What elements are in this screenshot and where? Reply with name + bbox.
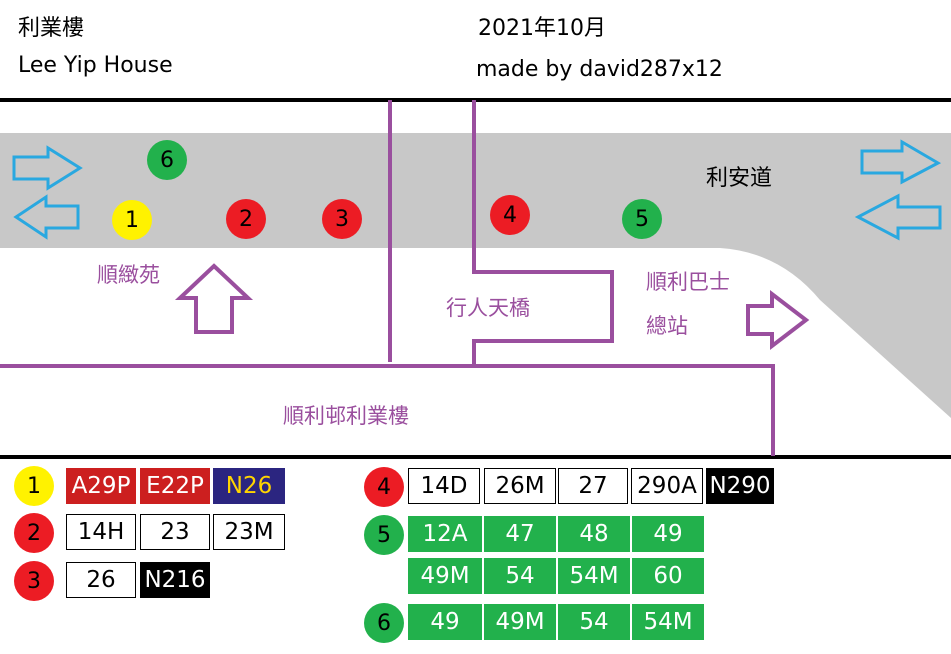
- route-tile[interactable]: 23: [140, 514, 210, 550]
- map-bottom-border: [0, 455, 951, 459]
- legend-stop-6: 6: [364, 603, 404, 643]
- traffic-arrow-left-icon: [854, 193, 942, 241]
- building-label: 順利邨利業樓: [283, 404, 409, 428]
- traffic-arrow-right-icon: [860, 139, 942, 185]
- traffic-arrow-left-icon: [13, 194, 80, 240]
- footbridge-paths: [0, 100, 775, 456]
- route-tile[interactable]: A29P: [66, 468, 136, 504]
- route-tile[interactable]: 49: [408, 604, 482, 640]
- route-tile[interactable]: 26M: [484, 468, 556, 504]
- legend-stop-2: 2: [14, 513, 54, 553]
- route-tile[interactable]: 54: [558, 604, 630, 640]
- route-tile[interactable]: 49M: [484, 604, 556, 640]
- legend-stop-1: 1: [14, 466, 54, 506]
- route-tile[interactable]: 49M: [408, 558, 482, 594]
- map-credit: made by david287x12: [476, 57, 723, 82]
- map-stop-5[interactable]: 5: [622, 199, 662, 239]
- route-tile[interactable]: 54: [484, 558, 556, 594]
- legend-stop-3: 3: [14, 561, 54, 601]
- route-tile[interactable]: 26: [66, 562, 136, 598]
- building-name-en: Lee Yip House: [18, 53, 173, 78]
- route-tile[interactable]: 290A: [631, 468, 703, 504]
- map-stop-1[interactable]: 1: [112, 200, 152, 240]
- right-arrow-icon: [746, 289, 810, 351]
- route-tile[interactable]: 47: [484, 516, 556, 552]
- up-arrow-icon: [174, 263, 254, 334]
- route-tile[interactable]: 14H: [66, 514, 136, 550]
- footbridge-label: 行人天橋: [446, 296, 530, 320]
- map-stop-2[interactable]: 2: [226, 199, 266, 239]
- route-tile[interactable]: 60: [632, 558, 704, 594]
- route-tile[interactable]: 23M: [213, 514, 285, 550]
- terminus-label-line1: 順利巴士: [646, 270, 730, 294]
- road-label: 利安道: [706, 166, 773, 191]
- route-tile[interactable]: 12A: [408, 516, 482, 552]
- route-tile[interactable]: N26: [213, 468, 285, 504]
- terminus-label-line2: 總站: [646, 314, 688, 338]
- route-tile[interactable]: N290: [706, 468, 774, 504]
- route-tile[interactable]: 54M: [632, 604, 704, 640]
- map-date: 2021年10月: [478, 16, 606, 41]
- route-tile[interactable]: E22P: [140, 468, 210, 504]
- route-tile[interactable]: 54M: [558, 558, 630, 594]
- legend-stop-5: 5: [364, 515, 404, 555]
- route-tile[interactable]: 27: [558, 468, 628, 504]
- traffic-arrow-right-icon: [12, 145, 83, 191]
- estate-label: 順緻苑: [97, 263, 160, 287]
- legend-stop-4: 4: [364, 467, 404, 507]
- map-stop-3[interactable]: 3: [322, 199, 362, 239]
- route-tile[interactable]: N216: [140, 562, 210, 598]
- building-name-zh: 利業樓: [18, 16, 85, 41]
- route-tile[interactable]: 14D: [408, 468, 480, 504]
- map-stop-6[interactable]: 6: [147, 140, 187, 180]
- map-stop-4[interactable]: 4: [490, 195, 530, 235]
- route-tile[interactable]: 48: [558, 516, 630, 552]
- route-tile[interactable]: 49: [632, 516, 704, 552]
